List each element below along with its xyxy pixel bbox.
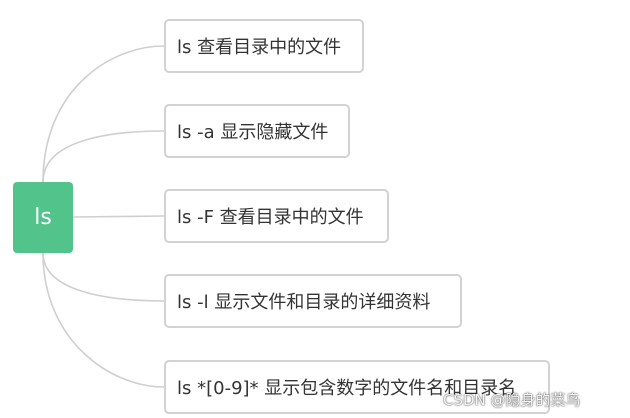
connector-to-node-0 [42, 45, 165, 183]
node-label: ls -l 显示文件和目录的详细资料 [177, 292, 431, 313]
root-node-label: ls [34, 205, 52, 230]
node-ls-list[interactable]: ls 查看目录中的文件 [164, 19, 364, 73]
node-ls-F[interactable]: ls -F 查看目录中的文件 [164, 189, 389, 243]
connector-to-node-2 [72, 215, 165, 218]
watermark-text: CSDN @隐身的菜鸟 [443, 391, 581, 409]
node-label: ls -F 查看目录中的文件 [177, 207, 364, 228]
connector-to-node-1 [42, 130, 165, 183]
connector-to-node-3 [42, 252, 165, 302]
node-ls-pattern[interactable]: ls *[0-9]* 显示包含数字的文件名和目录名 [164, 360, 550, 414]
node-ls-l[interactable]: ls -l 显示文件和目录的详细资料 [164, 274, 462, 328]
node-label: ls *[0-9]* 显示包含数字的文件名和目录名 [177, 378, 517, 399]
node-label: ls -a 显示隐藏文件 [177, 122, 329, 143]
connector-to-node-4 [42, 252, 165, 388]
root-node-ls[interactable]: ls [13, 182, 73, 253]
node-label: ls 查看目录中的文件 [177, 37, 342, 58]
node-ls-a[interactable]: ls -a 显示隐藏文件 [164, 104, 350, 158]
